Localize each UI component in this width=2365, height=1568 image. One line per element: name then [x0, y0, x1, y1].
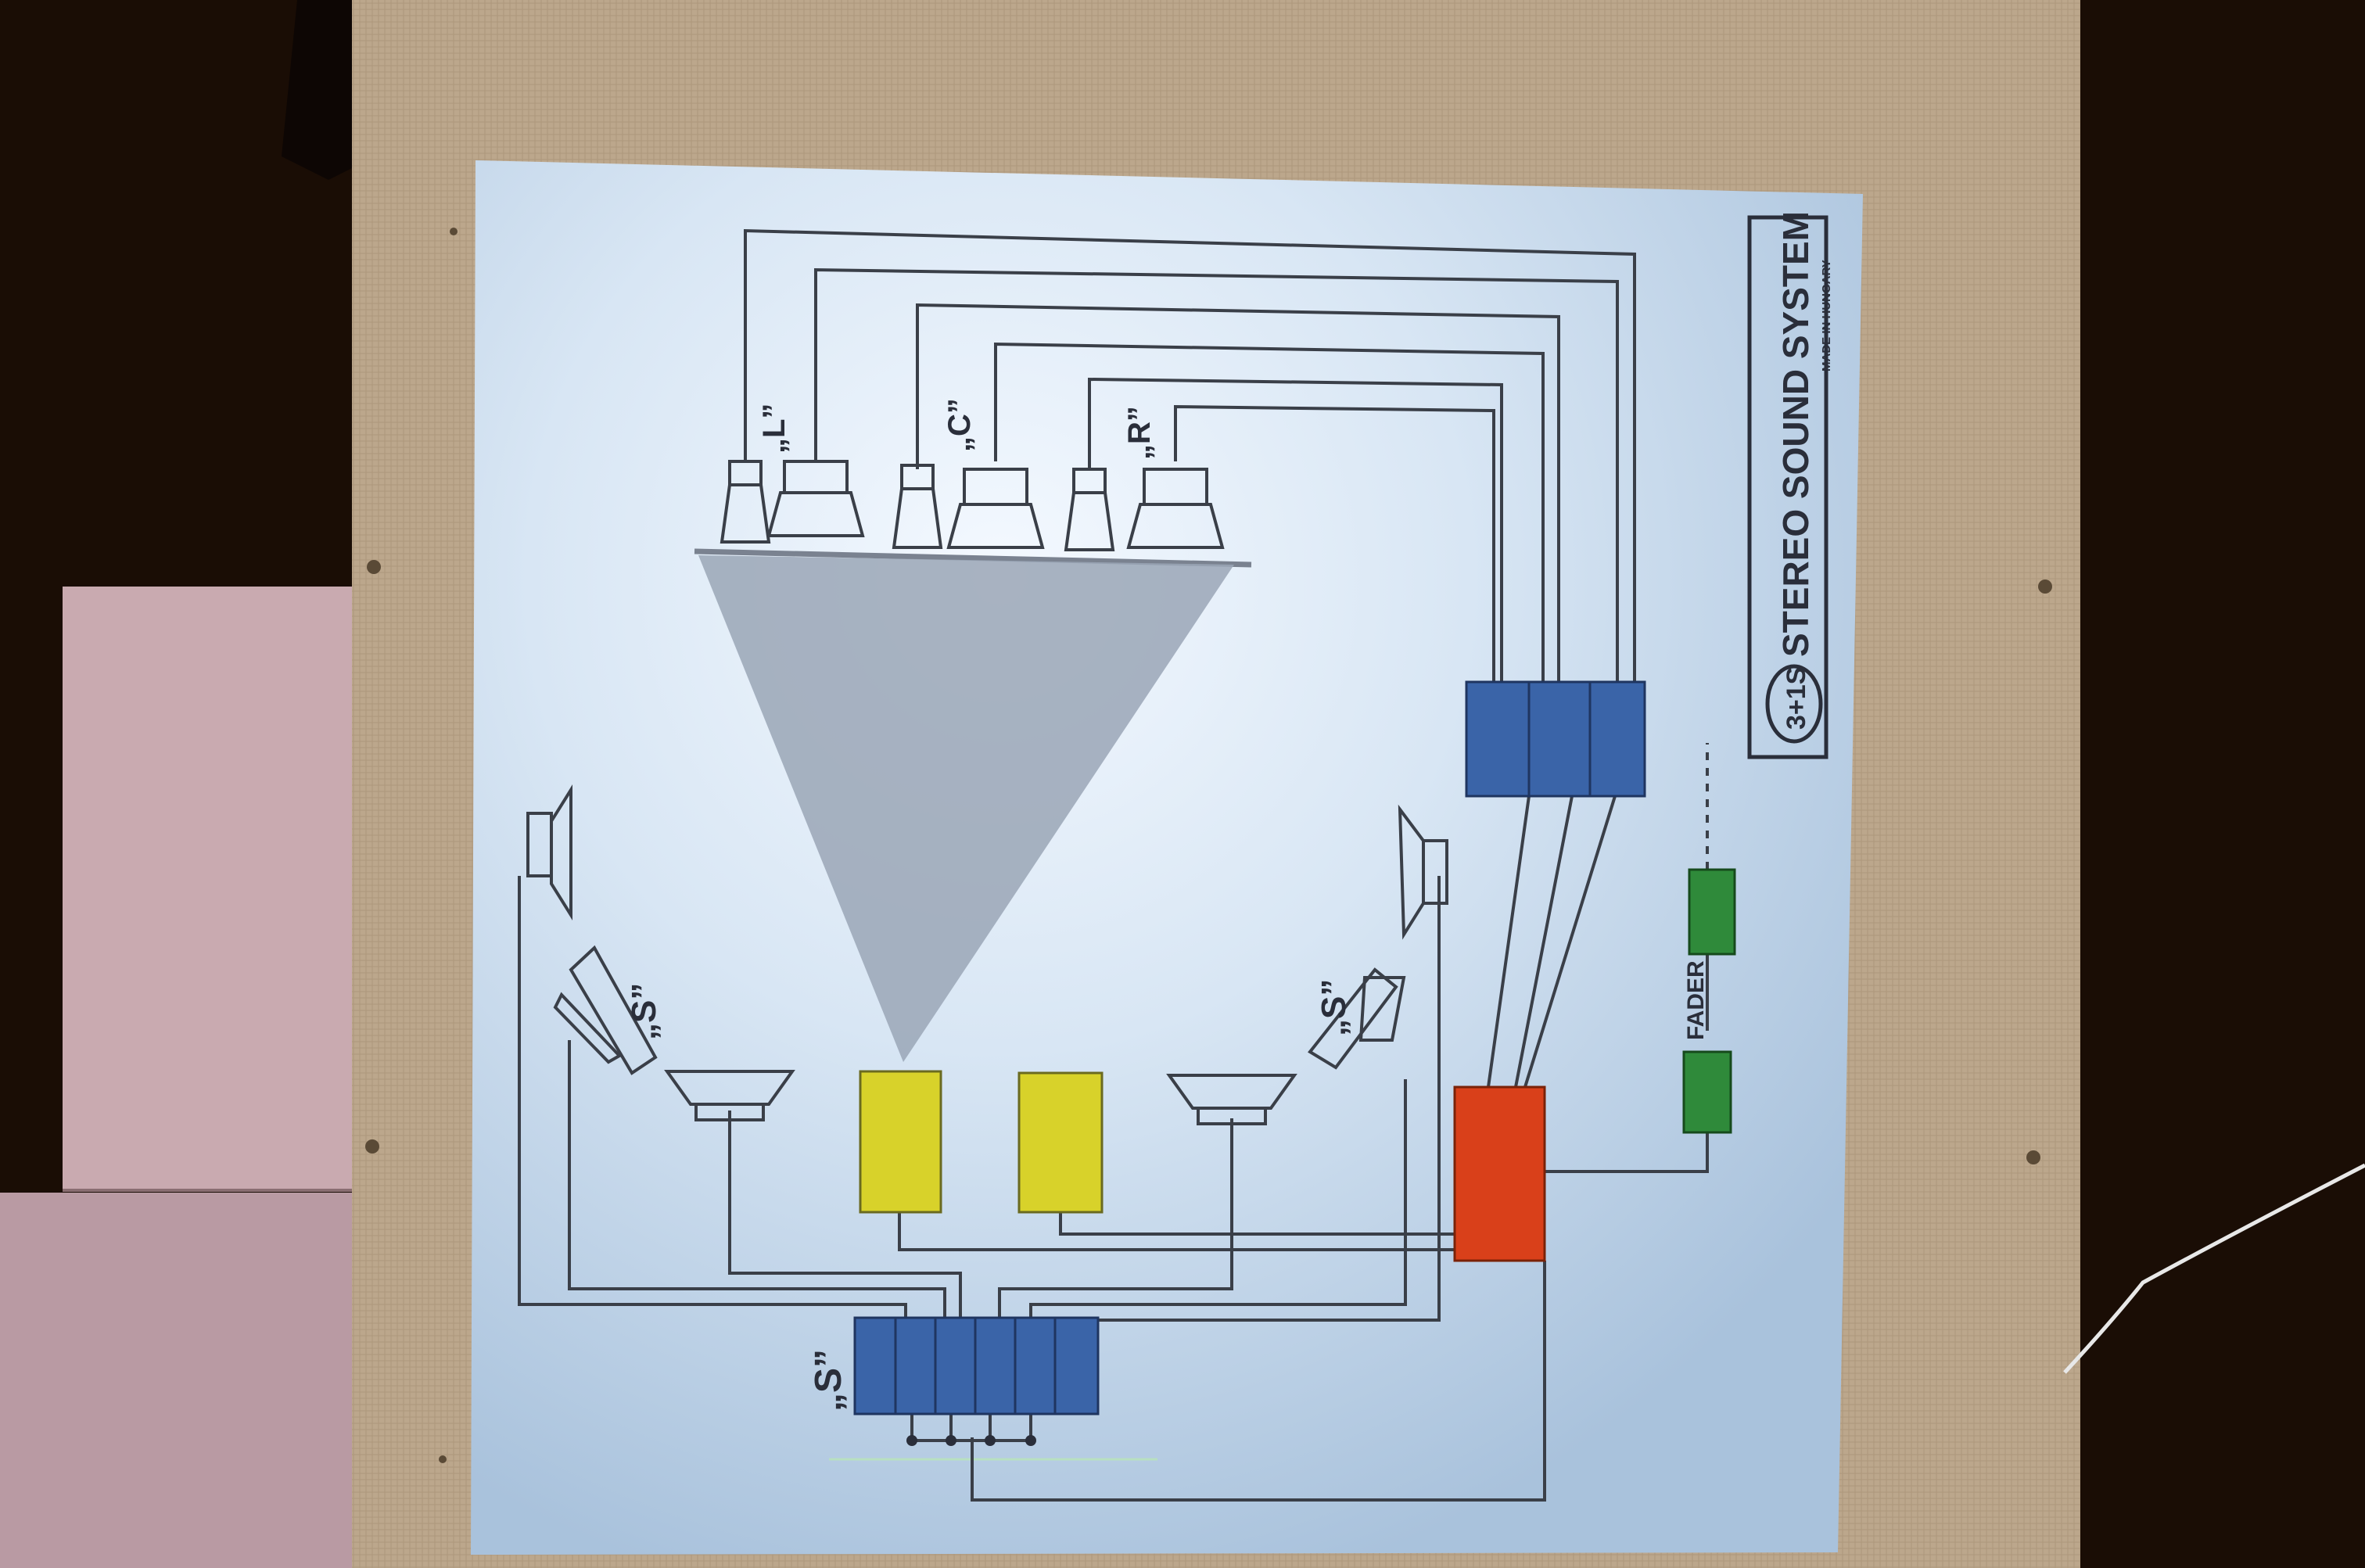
front-amp-center — [1527, 680, 1592, 798]
board-screws — [365, 228, 2052, 1463]
fader-unit-upper — [1688, 868, 1736, 956]
front-right-label: „R” — [1122, 406, 1157, 460]
front-center-label: „C” — [942, 398, 977, 452]
front-left-tweeter — [720, 460, 771, 544]
projector-unit-1 — [859, 1070, 942, 1214]
logo-emblem — [1765, 664, 1823, 744]
bus-dots — [906, 1435, 1036, 1446]
front-right-woofer — [1126, 468, 1225, 549]
front-amp-right — [1465, 680, 1531, 798]
surround-speaker-right-angled — [1308, 967, 1406, 1070]
front-amplifiers — [1465, 680, 1646, 798]
surround-speaker-left-side — [526, 784, 572, 920]
brand-box: 3+1S STEREO SOUND SYSTEM MADE IN HUNGARY — [1747, 211, 1833, 759]
fader-label: FADER — [1683, 960, 1709, 1040]
brand-subtitle: MADE IN HUNGARY — [1820, 260, 1833, 371]
white-cable — [2063, 1163, 2365, 1374]
front-left-woofer — [766, 460, 865, 537]
front-right-tweeter — [1064, 468, 1115, 551]
logo-mark: 3+1S — [1782, 667, 1811, 730]
front-center-tweeter — [892, 464, 943, 549]
diagram-panel — [471, 160, 1863, 1555]
front-center-woofer — [946, 468, 1045, 549]
fader-unit-lower — [1682, 1050, 1732, 1134]
pink-panel-top — [63, 587, 352, 1189]
surround-speaker-left-rear — [664, 1070, 795, 1121]
decoder-unit — [1453, 1085, 1546, 1262]
surround-label-right: „S” — [1315, 979, 1353, 1036]
surround-speaker-right-rear — [1166, 1074, 1297, 1125]
projector-unit-2 — [1017, 1071, 1104, 1214]
front-left-label: „L” — [757, 404, 791, 454]
surround-label-left: „S” — [625, 983, 663, 1040]
surround-speaker-left-angled — [553, 945, 658, 1075]
front-amp-left — [1588, 680, 1646, 798]
surround-amplifiers — [853, 1316, 1100, 1416]
brand-title: STEREO SOUND SYSTEM — [1775, 211, 1816, 657]
projection-screen — [694, 548, 1252, 568]
front-wiring — [744, 228, 1636, 1088]
surround-label-amps: „S” — [808, 1349, 849, 1412]
surround-speaker-right-side — [1398, 804, 1448, 940]
projection-cone — [698, 555, 1234, 1062]
pink-panel-bottom — [0, 1193, 352, 1568]
